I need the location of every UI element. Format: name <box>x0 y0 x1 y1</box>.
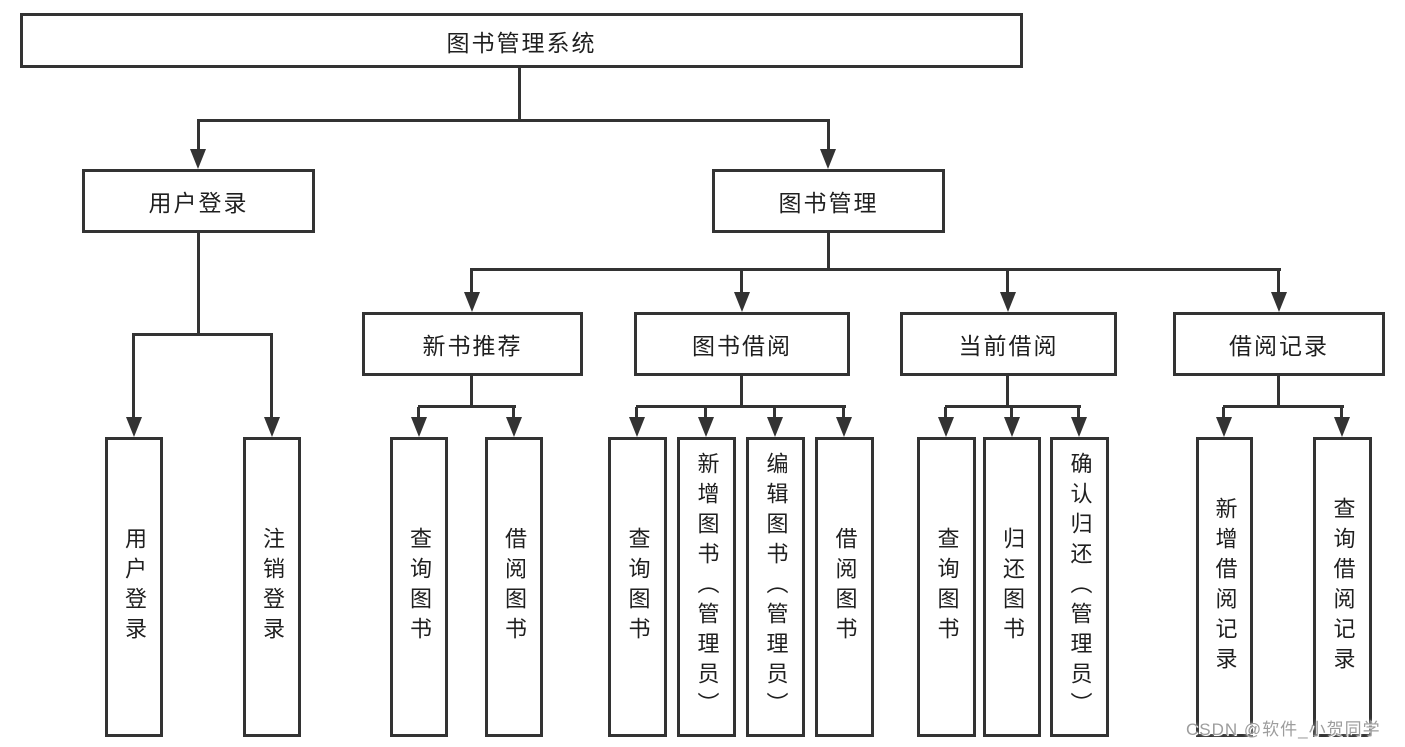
leaf-confirm-return-admin-label: 确认归还（管理员） <box>1067 452 1093 722</box>
connector-line <box>740 376 743 407</box>
connector-line <box>197 120 200 151</box>
connector-arrow-down <box>506 417 522 437</box>
leaf-query-books-current: 查询图书 <box>917 437 976 737</box>
connector-arrow-down <box>734 292 750 312</box>
leaf-confirm-return-admin: 确认归还（管理员） <box>1050 437 1109 737</box>
node-user-login: 用户登录 <box>82 169 315 233</box>
connector-line <box>132 333 273 336</box>
connector-arrow-down <box>190 149 206 169</box>
leaf-query-books-borrow-label: 查询图书 <box>625 527 651 647</box>
connector-arrow-down <box>464 292 480 312</box>
leaf-query-books-borrow: 查询图书 <box>608 437 667 737</box>
connector-line <box>944 407 947 419</box>
connector-line <box>827 233 830 270</box>
leaf-user-login-label: 用户登录 <box>122 527 147 647</box>
connector-line <box>773 407 776 419</box>
leaf-borrow-books-recommend: 借阅图书 <box>485 437 543 737</box>
connector-arrow-down <box>1216 417 1232 437</box>
connector-line <box>1277 270 1280 295</box>
connector-line <box>197 233 200 335</box>
leaf-add-borrow-record-label: 新增借阅记录 <box>1212 497 1238 677</box>
connector-arrow-down <box>820 149 836 169</box>
connector-line <box>1222 407 1225 419</box>
connector-arrow-down <box>264 417 280 437</box>
connector-line <box>636 405 846 408</box>
connector-arrow-down <box>629 417 645 437</box>
leaf-return-books-label: 归还图书 <box>1000 527 1025 647</box>
connector-arrow-down <box>1334 417 1350 437</box>
leaf-borrow-books-recommend-label: 借阅图书 <box>502 527 527 647</box>
node-new-book-recommend-label: 新书推荐 <box>422 333 523 359</box>
connector-arrow-down <box>836 417 852 437</box>
connector-line <box>704 407 707 419</box>
node-borrow-records: 借阅记录 <box>1173 312 1385 376</box>
node-user-login-label: 用户登录 <box>148 190 249 216</box>
connector-line <box>470 270 473 295</box>
leaf-borrow-books: 借阅图书 <box>815 437 874 737</box>
connector-line <box>470 376 473 407</box>
connector-line <box>270 335 273 419</box>
csdn-watermark: CSDN @软件_小贺同学 <box>1186 720 1381 739</box>
connector-line <box>417 407 420 419</box>
leaf-user-login: 用户登录 <box>105 437 163 737</box>
node-book-borrow: 图书借阅 <box>634 312 850 376</box>
connector-line <box>197 119 830 122</box>
connector-line <box>827 120 830 151</box>
connector-line <box>418 405 516 408</box>
leaf-logout: 注销登录 <box>243 437 301 737</box>
leaf-add-book-admin-label: 新增图书（管理员） <box>694 452 720 722</box>
leaf-query-borrow-record: 查询借阅记录 <box>1313 437 1372 737</box>
node-current-borrow-label: 当前借阅 <box>958 333 1059 359</box>
leaf-query-books-current-label: 查询图书 <box>934 527 960 647</box>
node-book-management: 图书管理 <box>712 169 945 233</box>
leaf-query-books-recommend: 查询图书 <box>390 437 448 737</box>
leaf-return-books: 归还图书 <box>983 437 1041 737</box>
connector-arrow-down <box>1004 417 1020 437</box>
connector-line <box>518 68 521 120</box>
connector-arrow-down <box>1071 417 1087 437</box>
leaf-edit-book-admin: 编辑图书（管理员） <box>746 437 805 737</box>
node-root: 图书管理系统 <box>20 13 1023 68</box>
node-root-label: 图书管理系统 <box>446 29 597 56</box>
node-book-management-label: 图书管理 <box>778 190 879 216</box>
connector-line <box>1077 407 1080 419</box>
connector-line <box>1277 376 1280 407</box>
connector-line <box>945 405 1081 408</box>
connector-line <box>1340 407 1343 419</box>
connector-line <box>1010 407 1013 419</box>
connector-line <box>512 407 515 419</box>
leaf-add-borrow-record: 新增借阅记录 <box>1196 437 1253 737</box>
connector-arrow-down <box>938 417 954 437</box>
leaf-add-book-admin: 新增图书（管理员） <box>677 437 736 737</box>
node-current-borrow: 当前借阅 <box>900 312 1117 376</box>
leaf-edit-book-admin-label: 编辑图书（管理员） <box>763 452 789 722</box>
connector-arrow-down <box>767 417 783 437</box>
connector-arrow-down <box>411 417 427 437</box>
connector-line <box>132 335 135 419</box>
connector-arrow-down <box>698 417 714 437</box>
connector-arrow-down <box>1000 292 1016 312</box>
node-borrow-records-label: 借阅记录 <box>1229 333 1329 359</box>
leaf-borrow-books-label: 借阅图书 <box>832 527 858 647</box>
leaf-query-books-recommend-label: 查询图书 <box>407 527 432 647</box>
connector-line <box>1223 405 1344 408</box>
connector-arrow-down <box>1271 292 1287 312</box>
leaf-logout-label: 注销登录 <box>260 527 285 647</box>
node-new-book-recommend: 新书推荐 <box>362 312 583 376</box>
connector-line <box>635 407 638 419</box>
connector-line <box>842 407 845 419</box>
connector-line <box>1006 270 1009 295</box>
connector-line <box>740 270 743 295</box>
connector-line <box>470 268 1281 271</box>
connector-arrow-down <box>126 417 142 437</box>
connector-line <box>1006 376 1009 407</box>
leaf-query-borrow-record-label: 查询借阅记录 <box>1330 497 1356 677</box>
node-book-borrow-label: 图书借阅 <box>692 333 792 359</box>
